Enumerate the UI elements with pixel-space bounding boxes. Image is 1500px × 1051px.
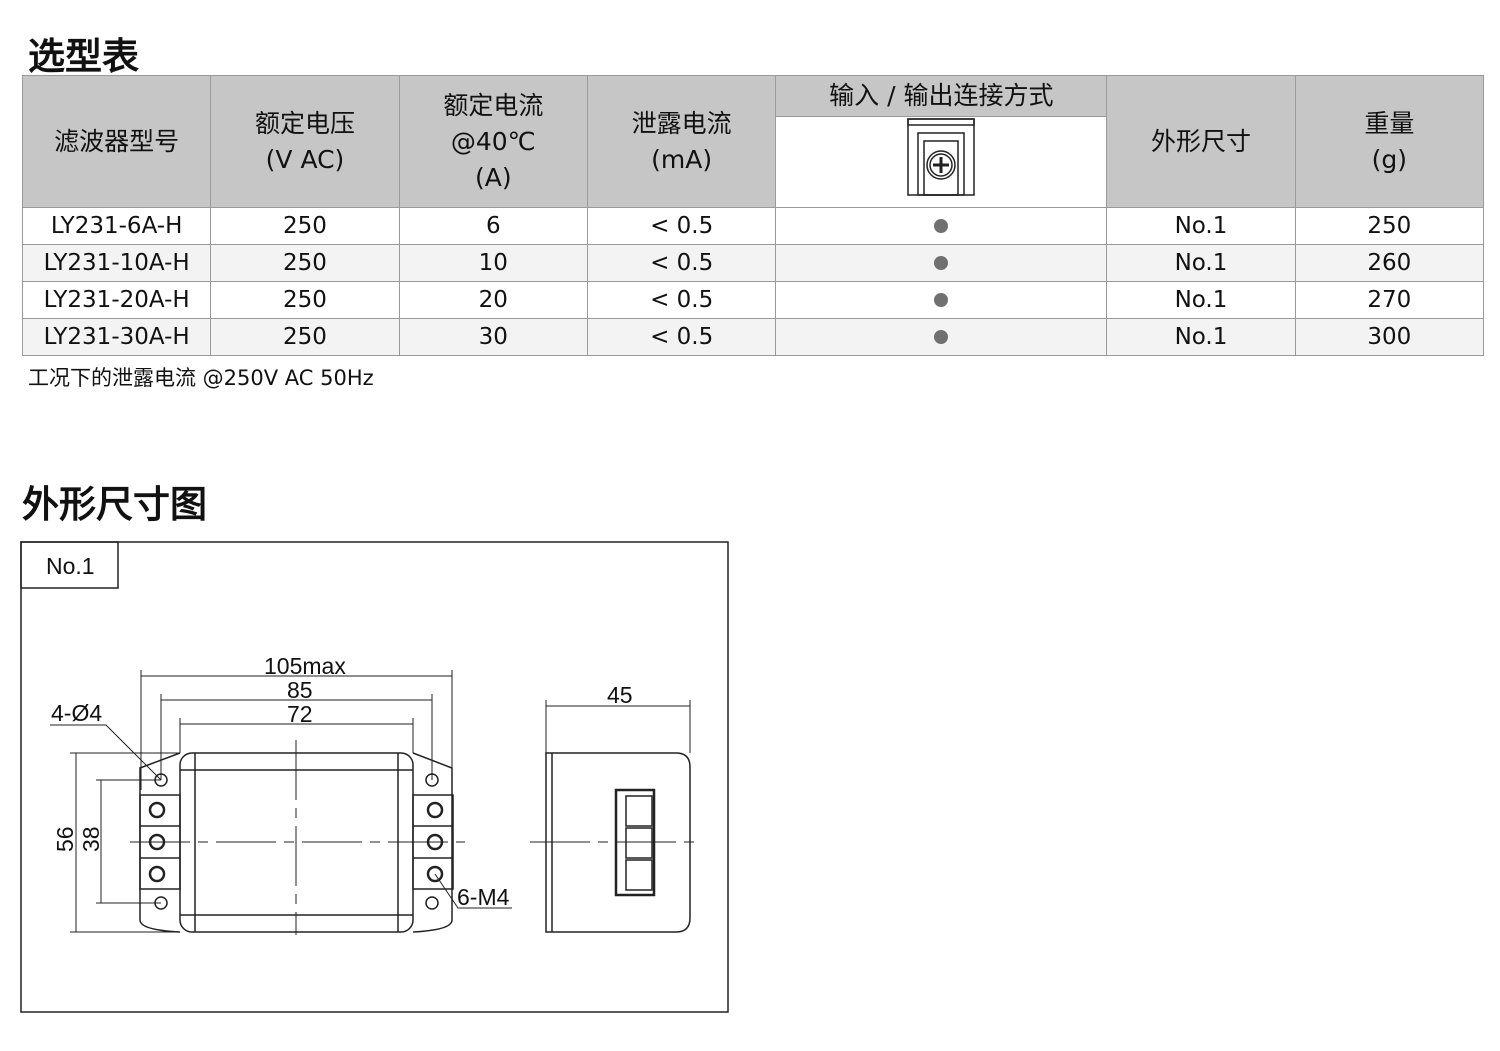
selection-table: 滤波器型号 额定电压(V AC) 额定电流@40℃(A) 泄露电流(mA) 输入… <box>21 75 1485 356</box>
leakage-note: 工况下的泄露电流 @250V AC 50Hz <box>28 366 374 390</box>
drawing-title: 外形尺寸图 <box>22 483 207 526</box>
dim-85: 85 <box>287 677 313 703</box>
header-outline: 外形尺寸 <box>1106 75 1296 208</box>
header-voltage: 额定电压(V AC) <box>210 75 400 208</box>
dim-72: 72 <box>287 701 313 727</box>
screws-label: 6-M4 <box>457 884 510 910</box>
header-current: 额定电流@40℃(A) <box>398 75 588 208</box>
dim-105max: 105max <box>264 653 346 679</box>
header-model: 滤波器型号 <box>21 75 212 208</box>
dim-56: 56 <box>52 826 78 852</box>
dim-38: 38 <box>78 826 104 852</box>
holes-label: 4-Ø4 <box>51 700 102 726</box>
selection-title: 选型表 <box>28 35 139 78</box>
outline-label: No.1 <box>46 553 95 579</box>
terminal-icon <box>775 116 1108 208</box>
header-weight: 重量(g) <box>1294 75 1485 208</box>
dim-45: 45 <box>607 682 633 708</box>
